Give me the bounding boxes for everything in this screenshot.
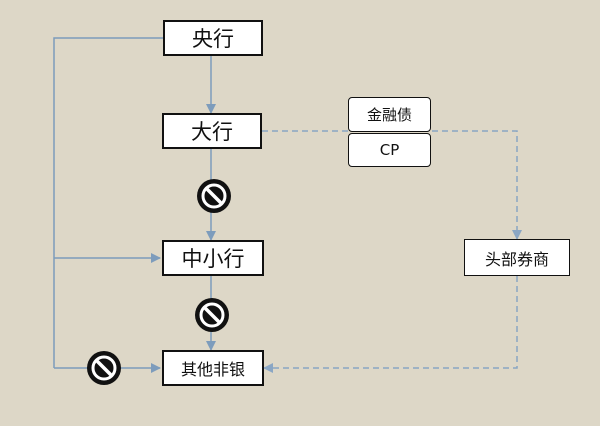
- prohibited-icon: [197, 179, 231, 213]
- arrow-brokers-to-nonbank: [263, 276, 518, 373]
- prohibited-icon: [87, 351, 121, 385]
- node-other-non-banks: 其他非银: [162, 350, 264, 386]
- node-cp: CP: [348, 133, 431, 167]
- node-large-banks: 大行: [162, 113, 262, 149]
- node-central-bank: 央行: [163, 20, 263, 56]
- prohibited-icon: [195, 298, 229, 332]
- node-financial-bonds: 金融债: [348, 97, 431, 132]
- node-small-medium-banks: 中小行: [162, 240, 264, 276]
- arrow-large-to-brokers: [262, 130, 522, 240]
- line-central-left-loop: [53, 37, 163, 368]
- node-top-brokers: 头部券商: [464, 239, 570, 276]
